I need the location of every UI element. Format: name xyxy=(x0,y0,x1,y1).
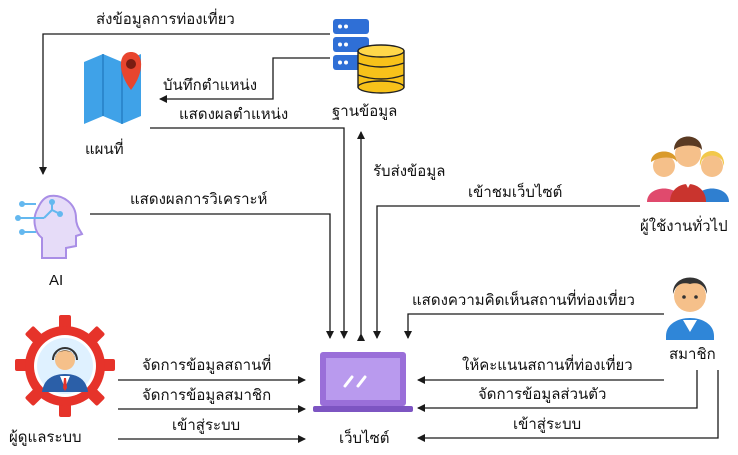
public-user-label: ผู้ใช้งานทั่วไป xyxy=(640,218,728,235)
edge-label-admin-login: เข้าสู่ระบบ xyxy=(172,417,241,434)
edge-show-analysis xyxy=(90,213,334,339)
edge-label-show-location: แสดงผลตำแหน่ง xyxy=(179,106,289,123)
admin-label: ผู้ดูแลระบบ xyxy=(9,429,82,446)
database-icon xyxy=(333,19,405,94)
edge-label-manage-personal: จัดการข้อมูลส่วนตัว xyxy=(478,386,607,403)
website-label: เว็บไซต์ xyxy=(339,430,390,447)
ai-icon xyxy=(15,194,84,259)
edge-label-manage-places: จัดการข้อมูลสถานที่ xyxy=(142,357,272,374)
edge-member-login xyxy=(417,370,719,442)
edge-label-save-location: บันทึกตำแหน่ง xyxy=(163,77,258,94)
edge-show-location xyxy=(150,127,348,339)
edge-save-location xyxy=(159,57,330,103)
public-user-icon xyxy=(647,136,729,202)
map-icon xyxy=(84,52,142,124)
ai-label: AI xyxy=(49,272,64,289)
edge-label-rate-places: ให้คะแนนสถานที่ท่องเที่ยว xyxy=(462,357,633,374)
edge-label-show-comments: แสดงความคิดเห็นสถานที่ท่องเที่ยว xyxy=(412,292,635,309)
member-label: สมาชิก xyxy=(669,346,716,363)
edge-label-member-login: เข้าสู่ระบบ xyxy=(513,416,582,433)
edge-label-visit-website: เข้าชมเว็บไซต์ xyxy=(468,184,563,201)
edge-send-travel-data xyxy=(39,33,330,175)
edge-label-send-travel-data: ส่งข้อมูลการท่องเที่ยว xyxy=(96,11,235,28)
edge-show-comments xyxy=(404,313,664,339)
member-icon xyxy=(666,277,714,340)
map-label: แผนที่ xyxy=(85,141,124,158)
website-icon xyxy=(313,352,413,412)
edge-manage-personal xyxy=(417,370,698,412)
edge-label-manage-members: จัดการข้อมูลสมาชิก xyxy=(142,387,272,404)
edge-label-receive-send-data: รับส่งข้อมูล xyxy=(373,163,446,180)
edge-visit-website xyxy=(373,205,640,339)
admin-icon xyxy=(15,315,115,417)
edge-label-show-analysis: แสดงผลการวิเคราะห์ xyxy=(130,191,268,208)
database-label: ฐานข้อมูล xyxy=(332,103,398,120)
